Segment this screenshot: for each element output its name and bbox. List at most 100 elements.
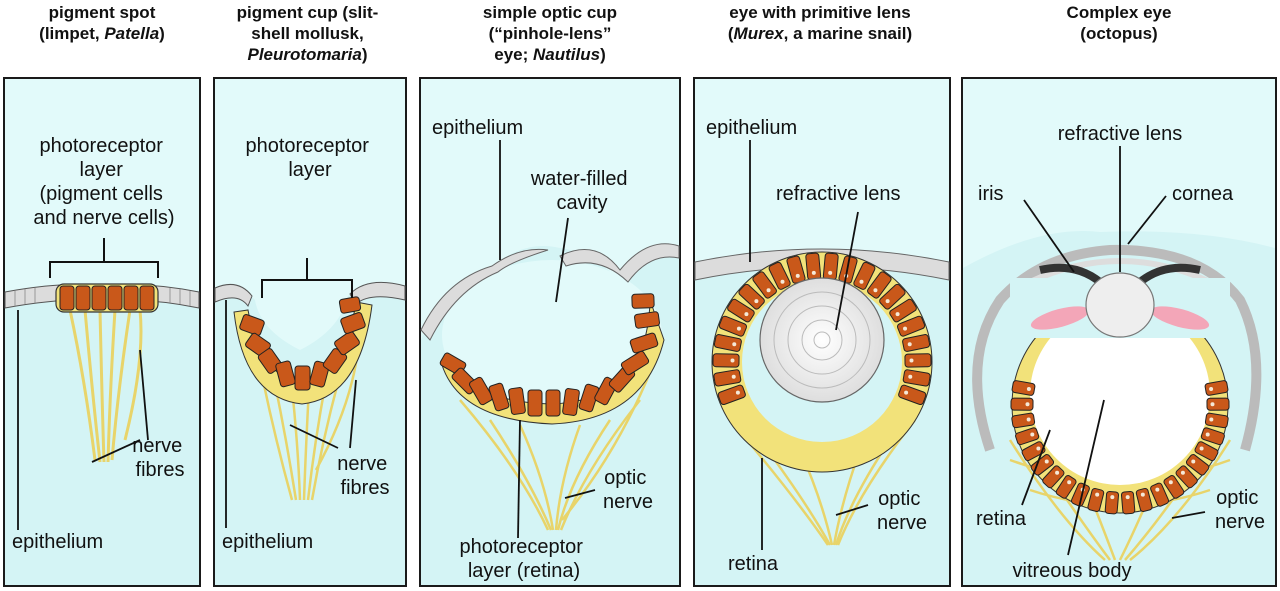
photoreceptor-cell <box>1175 465 1198 489</box>
photoreceptor-label: photoreceptor layer (pigment cells and n… <box>33 135 174 229</box>
cell-nucleus <box>873 288 878 293</box>
photoreceptor-cell <box>727 298 755 323</box>
photoreceptor-cell <box>867 271 892 299</box>
photoreceptor-cell <box>1010 397 1034 411</box>
photoreceptor-cell <box>898 384 927 406</box>
photoreceptor-cells <box>439 293 660 417</box>
cell-nucleus <box>766 288 771 293</box>
cell-nucleus <box>859 279 864 284</box>
leader-line <box>1171 511 1206 519</box>
pigment-cells <box>55 283 159 313</box>
photoreceptor-cell <box>1055 475 1077 499</box>
photoreceptor-cell <box>752 271 777 299</box>
ciliary-muscle <box>1030 306 1090 330</box>
panel-title-primitive-lens: eye with primitive lens (Murex, a marine… <box>727 3 913 43</box>
photoreceptor-cell <box>1163 475 1185 499</box>
photoreceptor-label: photoreceptor layer <box>246 135 375 181</box>
cell-nucleus <box>1140 492 1145 497</box>
cell-nucleus <box>1125 495 1130 500</box>
photoreceptor-cell <box>1185 454 1210 476</box>
photoreceptor-cell <box>902 369 931 387</box>
photoreceptor-cell <box>1194 441 1219 462</box>
cell-nucleus <box>907 342 912 347</box>
nerve-fibres-label: nerve fibres <box>132 435 188 481</box>
panel-title-pigment-spot: pigment spot (limpet, Patella) <box>39 3 165 43</box>
photoreceptor-cell <box>1200 427 1225 446</box>
pigment-cells <box>239 296 366 391</box>
photoreceptor-cell <box>1135 487 1153 512</box>
photoreceptor-cell <box>853 261 876 290</box>
cell-nucleus <box>1044 459 1049 464</box>
water-region <box>5 79 199 300</box>
photoreceptor-cell <box>738 283 765 310</box>
epithelium-label: epithelium <box>12 531 103 553</box>
photoreceptor-cell <box>904 353 932 368</box>
cell-nucleus <box>1155 487 1160 492</box>
cell-nucleus <box>736 326 741 331</box>
photoreceptor-cell <box>1011 412 1036 429</box>
cell-nucleus <box>744 312 749 317</box>
epithelium-band <box>349 281 406 305</box>
leader-line <box>835 211 859 331</box>
cell-nucleus <box>908 374 913 379</box>
leader-line <box>139 349 149 441</box>
optic-nerve-label: optic nerve <box>877 488 927 534</box>
cell-nucleus <box>811 270 816 275</box>
cell-nucleus <box>1030 432 1035 437</box>
cell-nucleus <box>895 312 900 317</box>
panel-pigment-spot: photoreceptor layer (pigment cells and n… <box>3 77 201 587</box>
cell-nucleus <box>1036 446 1041 451</box>
cavity-label: water-filled cavity <box>530 168 633 214</box>
cell-nucleus <box>1026 417 1031 422</box>
photoreceptor-cell <box>1042 465 1065 489</box>
epithelium-band <box>214 283 253 308</box>
bracket <box>49 238 159 278</box>
photoreceptor-cell <box>1104 490 1120 515</box>
water-region <box>695 79 949 265</box>
epithelium-band <box>972 244 1262 452</box>
photoreceptor-cell <box>896 315 926 337</box>
cell-nucleus <box>1205 432 1210 437</box>
cell-nucleus <box>731 374 736 379</box>
refractive-lens-label: refractive lens <box>776 183 901 205</box>
cell-nucleus <box>1025 402 1030 407</box>
leader-line <box>517 419 521 539</box>
vitreous-body-label: vitreous body <box>1013 560 1132 582</box>
cell-nucleus <box>1180 470 1185 475</box>
cell-nucleus <box>1026 386 1031 391</box>
cell-nucleus <box>909 358 914 363</box>
photoreceptor-label: photoreceptor layer (retina) <box>460 536 589 582</box>
photoreceptor-cell <box>1015 427 1040 446</box>
cornea-label: cornea <box>1172 183 1234 205</box>
retina-label: retina <box>976 508 1027 530</box>
photoreceptor-cell <box>717 384 746 406</box>
photoreceptor-cell <box>1087 487 1105 512</box>
cell-nucleus <box>780 279 785 284</box>
leader-line <box>835 504 869 516</box>
photoreceptor-cell <box>1120 490 1136 515</box>
epithelium-label: epithelium <box>432 117 523 139</box>
leader-line <box>1067 399 1105 556</box>
optic-nerve-label: optic nerve <box>1215 487 1265 533</box>
photoreceptor-cell <box>1204 412 1229 429</box>
cell-nucleus <box>1168 480 1173 485</box>
lens-rings <box>773 291 871 389</box>
cell-nucleus <box>795 273 800 278</box>
vitreous-body <box>1030 305 1210 485</box>
cell-nucleus <box>904 390 909 395</box>
optic-nerve-fibres <box>459 359 657 531</box>
nerve-fibres <box>68 309 143 463</box>
panel-title-optic-cup: simple optic cup (“pinhole-lens” eye; Na… <box>482 3 618 64</box>
cell-nucleus <box>1110 495 1115 500</box>
epithelium-label: epithelium <box>222 531 313 553</box>
leader-line <box>91 439 141 463</box>
photoreceptor-cell <box>718 315 748 337</box>
photoreceptor-cell <box>1204 380 1229 396</box>
panel-title-pigment-cup: pigment cup (slit- shell mollusk, Pleuro… <box>236 3 379 64</box>
photoreceptor-cell <box>805 252 822 281</box>
panel-pigment-cup: photoreceptor layer nerve fibres epithel… <box>213 77 407 587</box>
refractive-lens <box>1085 272 1155 338</box>
leader-line <box>1023 199 1075 273</box>
leader-line <box>1127 195 1167 245</box>
cell-nucleus <box>1055 470 1060 475</box>
